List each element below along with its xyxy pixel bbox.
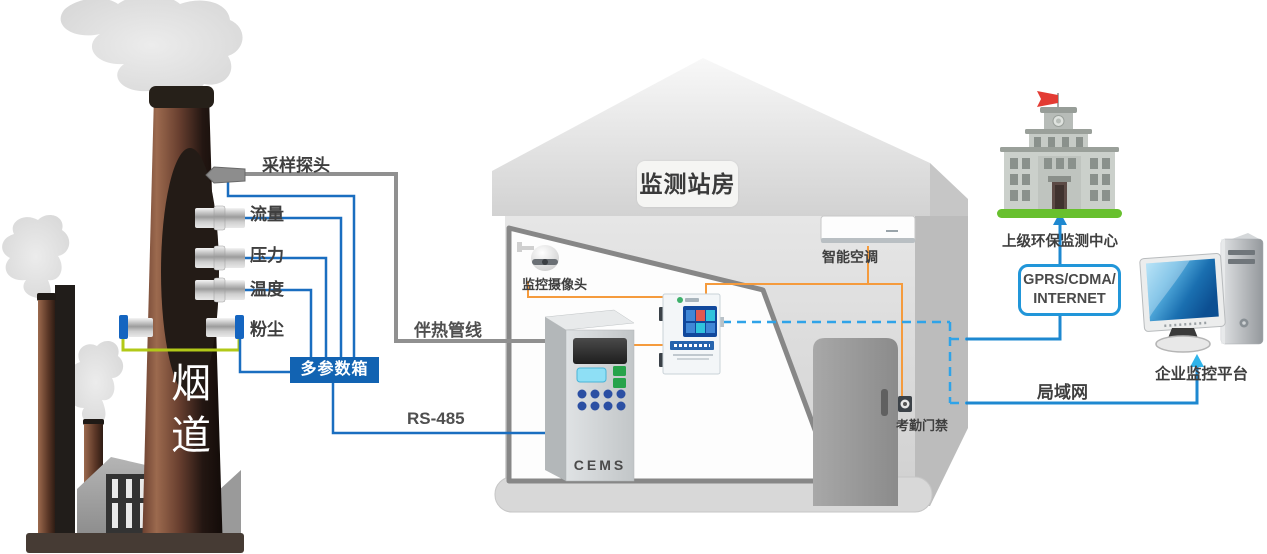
- heat-traced-line-label: 伴热管线: [414, 321, 482, 340]
- smoke-plumes: [2, 0, 243, 425]
- gprs-internet-box: GPRS/CDMA/ INTERNET: [1018, 264, 1121, 317]
- flue-cutaway: [161, 148, 219, 396]
- cems-screen: [576, 367, 607, 383]
- cems-label: CEMS: [573, 457, 627, 473]
- station-door: [813, 338, 898, 506]
- dust-label: 粉尘: [250, 320, 284, 339]
- uplink-arrow-icon: [1053, 212, 1067, 225]
- building-windows: [1010, 158, 1110, 201]
- factory-base: [26, 533, 244, 553]
- rs485-line: [331, 382, 552, 435]
- camera-label: 监控摄像头: [522, 277, 588, 292]
- multi-parameter-box: 多参数箱: [290, 357, 379, 383]
- lan-arrow-icon: [1190, 354, 1204, 367]
- cems-keypad: [577, 389, 626, 411]
- lan-line: [966, 366, 1199, 405]
- station-side-wall: [915, 216, 968, 506]
- dashed-network-lines: [722, 320, 966, 405]
- lan-label: 局域网: [1037, 383, 1088, 402]
- cems-cabinet: [544, 309, 635, 482]
- factory-scene: [26, 86, 244, 553]
- temperature-label: 温度: [250, 280, 284, 299]
- gprs-line1: GPRS/CDMA/: [1023, 272, 1116, 288]
- stack-cap: [149, 86, 214, 108]
- pressure-label: 压力: [250, 246, 284, 265]
- surveillance-camera-icon: [517, 242, 559, 271]
- cems-green-button: [613, 378, 626, 388]
- gprs-line2: INTERNET: [1033, 291, 1106, 308]
- epa-center-building-icon: [997, 91, 1122, 218]
- orange-signal-lines: [527, 246, 903, 396]
- access-control-label: 考勤门禁: [896, 418, 949, 433]
- enterprise-platform-label: 企业监控平台: [1155, 366, 1249, 383]
- cems-display: [573, 338, 627, 364]
- small-chimney-1: [38, 300, 55, 535]
- building-green-base: [997, 209, 1122, 218]
- pressure-sensor-icon: [195, 245, 245, 271]
- sampling-probe-icon: [205, 166, 246, 184]
- cems-green-button: [613, 366, 626, 376]
- flag-icon: [1037, 91, 1058, 107]
- dark-chimney: [55, 285, 75, 535]
- ac-label: 智能空调: [822, 249, 878, 265]
- flue-label: 烟道: [165, 362, 209, 466]
- network-lines: [966, 223, 1199, 405]
- flow-sensor-icon: [195, 205, 245, 231]
- epa-center-label: 上级环保监测中心: [1002, 234, 1118, 250]
- access-control-icon: [898, 396, 912, 412]
- air-conditioner-icon: [820, 215, 916, 243]
- dust-sensor-icon: [119, 315, 244, 339]
- door-handle: [881, 389, 888, 416]
- temperature-sensor-icon: [195, 277, 245, 303]
- sensor-lines: [226, 182, 552, 435]
- flow-label: 流量: [250, 205, 284, 224]
- stack-sensors: [119, 166, 246, 339]
- enterprise-computer-icon: [1139, 233, 1264, 353]
- logger-logo-icon: [677, 297, 683, 303]
- rs485-label: RS-485: [407, 409, 465, 428]
- data-logger: [659, 293, 724, 375]
- computer-monitor: [1139, 252, 1226, 332]
- connection-lines: [121, 172, 1204, 435]
- station-roof: [492, 58, 930, 216]
- sampling-probe-label: 采样探头: [262, 156, 330, 175]
- heat-traced-line: [242, 172, 560, 343]
- station-title: 监测站房: [637, 161, 738, 207]
